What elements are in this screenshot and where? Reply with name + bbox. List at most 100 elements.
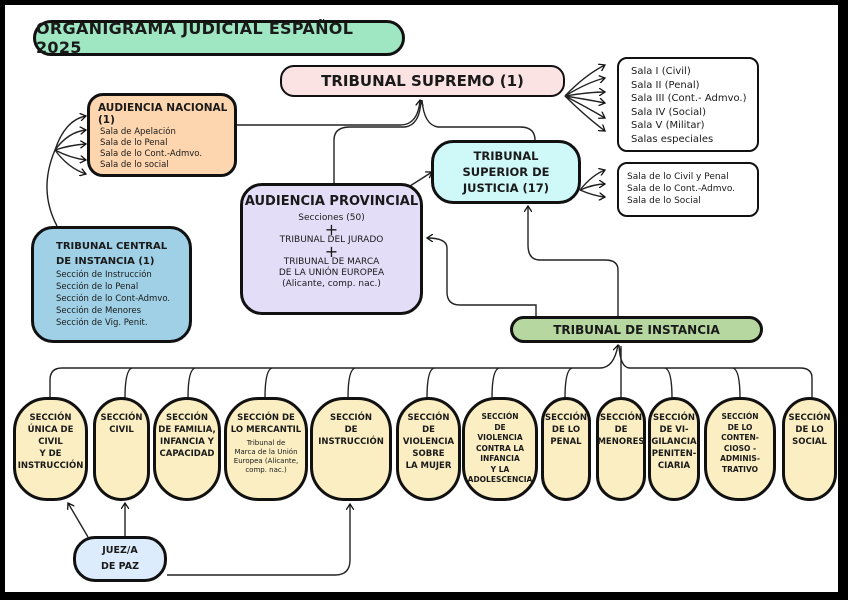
seccion-line: INFANCIA Y bbox=[160, 437, 214, 447]
seccion-item: Sección de Vig. Penit. bbox=[56, 318, 148, 328]
seccion-note-line: comp. nac.) bbox=[245, 466, 287, 474]
seccion-box: SECCIÓN ÚNICA DE CIVIL Y DE INSTRUCCIÓN bbox=[13, 397, 88, 501]
sala-item: Sala de lo Civil y Penal bbox=[627, 172, 729, 182]
line-ap-tsj bbox=[409, 172, 432, 187]
seccion-line: SECCIÓN bbox=[788, 413, 831, 423]
audiencia-provincial-box: AUDIENCIA PROVINCIAL Secciones (50) + TR… bbox=[240, 183, 423, 315]
seccion-line: Y DE bbox=[39, 449, 62, 459]
tribunal-central-instancia-box: TRIBUNAL CENTRAL DE INSTANCIA (1) Secció… bbox=[31, 226, 192, 343]
sala-item: Sala de lo Cont.-Admvo. bbox=[627, 184, 736, 194]
sala-item: Sala de Apelación bbox=[100, 127, 176, 137]
seccion-line: ÚNICA DE bbox=[27, 425, 74, 435]
audiencia-provincial-title: AUDIENCIA PROVINCIAL bbox=[244, 194, 419, 209]
seccion-line: SECCIÓN bbox=[600, 413, 642, 423]
plus-icon: + bbox=[324, 220, 339, 239]
seccion-line: INFANCIA bbox=[480, 454, 520, 463]
seccion-line: SECCIÓN bbox=[100, 413, 143, 423]
secciones-count: Secciones (50) bbox=[298, 213, 365, 223]
line-ti-tsj bbox=[528, 206, 619, 316]
seccion-line: CONTEN- bbox=[721, 433, 759, 442]
seccion-line: VIOLENCIA bbox=[402, 437, 455, 447]
sala-item: Sala III (Cont.- Admvo.) bbox=[631, 93, 747, 104]
sala-item: Sala II (Penal) bbox=[631, 79, 700, 91]
sala-item: Sala IV (Social) bbox=[631, 106, 706, 118]
seccion-line: SOCIAL bbox=[792, 437, 827, 447]
seccion-line: CIVIL bbox=[109, 425, 134, 435]
seccion-line: ADOLESCENCIA bbox=[467, 475, 533, 484]
tribunal-supremo-salas: Sala I (Civil) Sala II (Penal) Sala III … bbox=[617, 57, 759, 152]
seccion-box: SECCIÓN CIVIL bbox=[93, 397, 150, 501]
seccion-line: SECCIÓN bbox=[481, 412, 519, 421]
audiencia-nacional-box: AUDIENCIA NACIONAL (1) Sala de Apelación… bbox=[87, 93, 237, 177]
tsj-box: TRIBUNAL SUPERIOR DE JUSTICIA (17) bbox=[431, 140, 581, 204]
seccion-note-line: Tribunal de bbox=[246, 439, 286, 447]
juez-paz-box: JUEZ/A DE PAZ bbox=[73, 536, 167, 582]
seccion-line: DE bbox=[494, 422, 506, 432]
seccion-box: SECCIÓN DE INSTRUCCIÓN bbox=[310, 397, 392, 501]
seccion-line: DE LO bbox=[795, 425, 824, 435]
seccion-box: SECCIÓN DE VI- GILANCIA PENITEN- CIARIA bbox=[648, 397, 700, 501]
page-title: ORGANIGRAMA JUDICIAL ESPAÑOL 2025 bbox=[33, 19, 405, 57]
seccion-line: SECCIÓN bbox=[29, 413, 72, 423]
line-bus-right bbox=[618, 344, 813, 398]
line-bus-left bbox=[49, 345, 618, 398]
seccion-line: LA MUJER bbox=[405, 461, 452, 471]
tci-title-line: DE INSTANCIA (1) bbox=[56, 256, 155, 267]
seccion-line: SOBRE bbox=[412, 449, 445, 459]
seccion-item: Sección de Instrucción bbox=[56, 270, 152, 280]
tsj-title-line: JUSTICIA (17) bbox=[462, 181, 550, 195]
seccion-line: DE bbox=[344, 425, 358, 435]
tsj-title-line: TRIBUNAL bbox=[473, 149, 539, 163]
seccion-line: SECCIÓN bbox=[653, 413, 695, 423]
seccion-line: INSTRUCCIÓN bbox=[17, 461, 84, 471]
seccion-line: INSTRUCCIÓN bbox=[318, 437, 384, 447]
line-tci-an bbox=[46, 149, 58, 227]
line-paz-unica bbox=[68, 503, 89, 538]
seccion-line: DE bbox=[614, 425, 628, 435]
seccion-item: Sección de Menores bbox=[56, 306, 142, 316]
seccion-line: DE VI- bbox=[659, 425, 689, 435]
tsj-title-line: SUPERIOR DE bbox=[462, 165, 550, 179]
audiencia-nacional-title: AUDIENCIA NACIONAL (1) bbox=[98, 102, 228, 126]
line-ap-supremo bbox=[333, 99, 422, 183]
seccion-line: DE bbox=[422, 425, 435, 435]
seccion-line: SECCIÓN bbox=[721, 412, 759, 421]
seccion-line: CIVIL bbox=[38, 437, 63, 447]
tribunal-marca-line: (Alicante, comp. nac.) bbox=[282, 279, 381, 289]
juez-paz-line: JUEZ/A bbox=[102, 545, 138, 556]
seccion-line: VIOLENCIA bbox=[477, 433, 523, 442]
seccion-line: CONTRA LA bbox=[475, 443, 525, 453]
seccion-item: Sección de lo Cont-Admvo. bbox=[56, 294, 171, 304]
seccion-line: PENITEN- bbox=[651, 449, 697, 459]
sala-item: Salas especiales bbox=[631, 133, 714, 145]
line-tsj-supremo bbox=[421, 99, 536, 141]
juez-paz-line: DE PAZ bbox=[100, 561, 139, 572]
sala-item: Sala V (Militar) bbox=[631, 120, 705, 131]
seccion-line: DE LO bbox=[551, 425, 581, 435]
seccion-line: GILANCIA bbox=[651, 437, 697, 447]
line-paz-instruccion bbox=[167, 504, 350, 576]
sala-item: Sala de lo Cont.-Admvo. bbox=[100, 149, 203, 159]
seccion-line: MENORES bbox=[597, 437, 645, 447]
seccion-line: SECCIÓN bbox=[330, 413, 372, 423]
sala-item: Sala de lo Penal bbox=[100, 138, 168, 148]
line-an-supremo bbox=[237, 100, 420, 126]
seccion-line: PENAL bbox=[550, 437, 582, 447]
sala-item: Sala I (Civil) bbox=[631, 66, 691, 77]
seccion-line: SECCIÓN bbox=[545, 413, 587, 423]
seccion-item: Sección de lo Penal bbox=[56, 282, 139, 292]
tribunal-instancia-box: TRIBUNAL DE INSTANCIA bbox=[510, 316, 763, 343]
tribunal-jurado: TRIBUNAL DEL JURADO bbox=[279, 235, 384, 245]
seccion-line: CIOSO - bbox=[723, 443, 757, 453]
seccion-line: DE LO bbox=[727, 422, 753, 432]
seccion-line: LO MERCANTIL bbox=[230, 425, 302, 435]
seccion-line: CIARIA bbox=[657, 461, 691, 471]
seccion-line: CAPACIDAD bbox=[159, 449, 215, 459]
